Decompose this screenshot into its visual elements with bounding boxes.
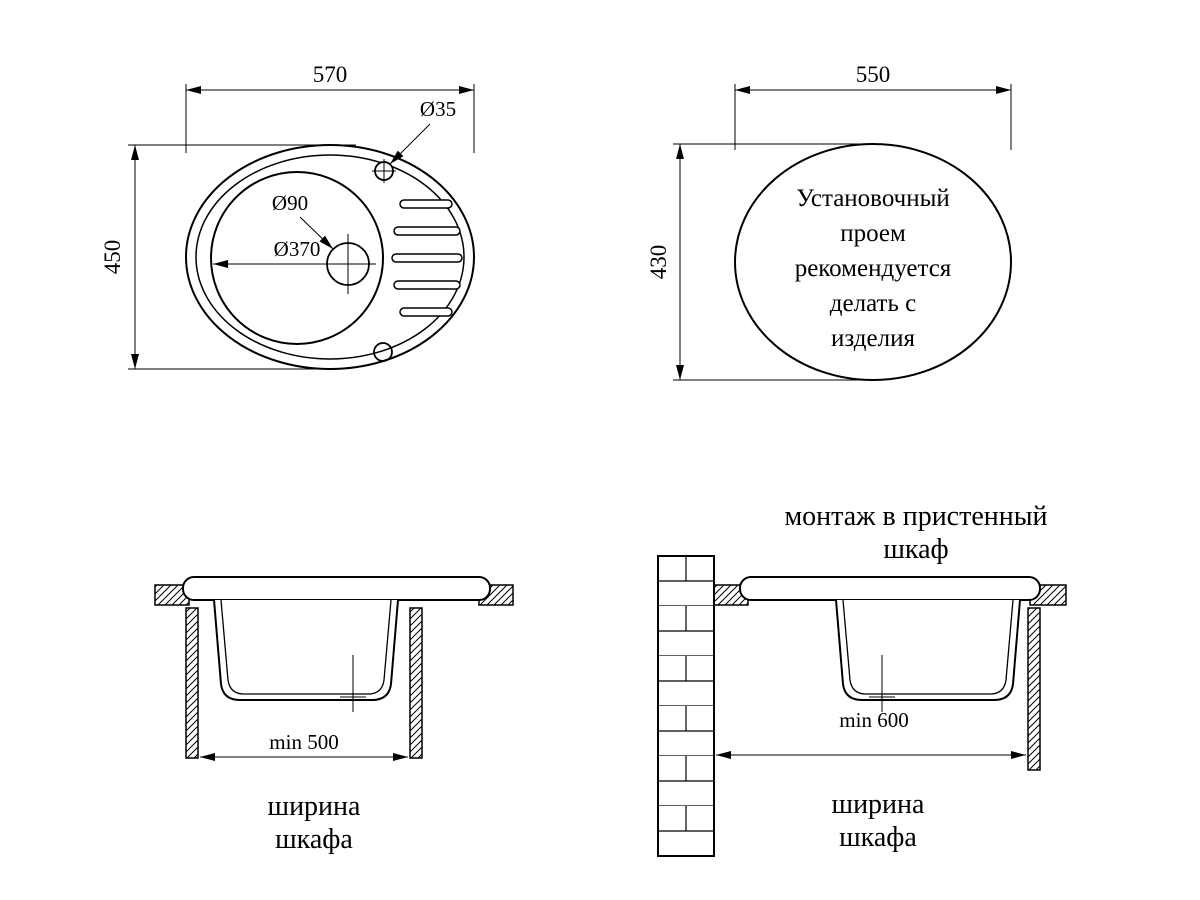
bowl-inner-wall <box>220 599 392 695</box>
dim-height-430: 430 <box>646 245 671 280</box>
front-section-view <box>154 576 514 761</box>
wall-caption-line-1: ширина <box>832 789 926 820</box>
wall-caption-line-2: шкафа <box>839 822 917 853</box>
dim-height-450: 450 <box>100 240 125 275</box>
wall-section-title-line-1: монтаж в пристенный <box>784 501 1047 532</box>
sink-rim-section <box>739 576 1041 601</box>
dim-bowl-d370: Ø370 <box>274 237 321 261</box>
sink-inner-rim <box>195 154 465 360</box>
dim-width-550: 550 <box>856 62 891 87</box>
cutout-note: Установочный проем рекомендуется делать … <box>795 185 952 352</box>
sink-top-view <box>185 144 475 370</box>
sink-bowl <box>210 171 384 345</box>
cabinet-wall-right <box>409 607 423 759</box>
dim-faucet-hole-d35: Ø35 <box>420 97 456 121</box>
cutout-dimension-lines <box>673 84 1012 381</box>
overflow-hole <box>373 342 393 362</box>
dim-min-600: min 600 <box>839 708 908 732</box>
dim-width-570: 570 <box>313 62 348 87</box>
top-view-dimension-lines <box>128 84 475 370</box>
cutout-note-line-1: Установочный <box>796 185 950 212</box>
cutout-note-line-3: рекомендуется <box>795 255 952 282</box>
cutout-note-line-5: изделия <box>831 325 915 352</box>
brick-wall <box>657 555 715 857</box>
bowl-outer-wall <box>213 599 399 701</box>
cabinet-wall-right <box>1027 607 1041 771</box>
bowl-inner-wall <box>842 599 1014 695</box>
wall-section-title-line-2: шкаф <box>883 534 948 565</box>
drainboard-ridges <box>391 199 463 317</box>
front-caption-line-1: ширина <box>268 791 362 822</box>
dim-min-500: min 500 <box>269 730 338 754</box>
front-caption-line-2: шкафа <box>275 824 353 855</box>
cutout-note-line-4: делать с <box>830 290 916 317</box>
dim-drain-d90: Ø90 <box>272 191 308 215</box>
cutout-note-line-2: проем <box>840 220 906 247</box>
wall-section-view <box>657 555 1067 857</box>
cabinet-wall-left <box>185 607 199 759</box>
sink-rim-section <box>182 576 491 601</box>
bowl-outer-wall <box>835 599 1021 701</box>
